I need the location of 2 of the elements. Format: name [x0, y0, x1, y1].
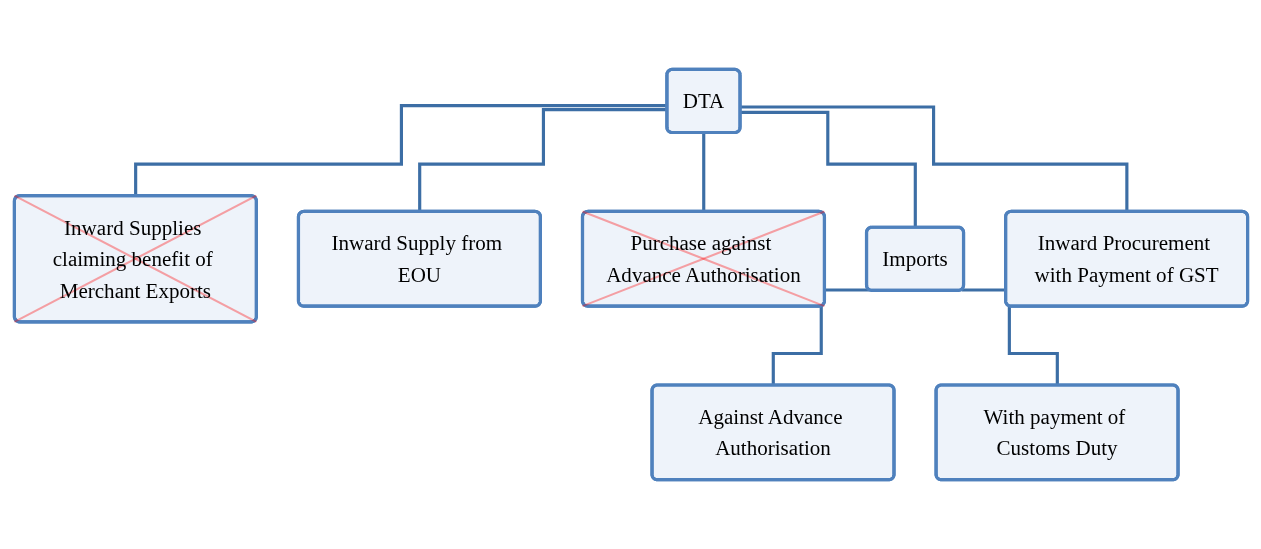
node-label: Purchase against Advance Authorisation [605, 231, 801, 287]
node-label: Inward Supplies claiming benefit of Merchant Exports [52, 215, 213, 302]
